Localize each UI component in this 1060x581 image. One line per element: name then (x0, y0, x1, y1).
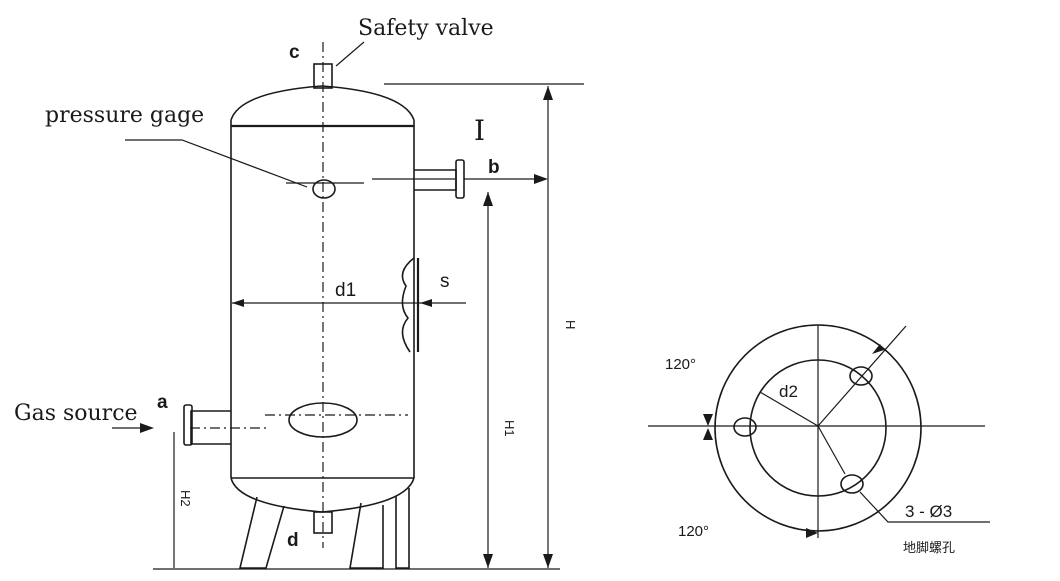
manhole (288, 402, 358, 438)
outlet-flange (455, 159, 465, 199)
top-radial-arrow (872, 344, 884, 354)
d1-label: d1 (335, 280, 356, 301)
h-arrow-bottom (543, 554, 553, 568)
radial-line-bottom (817, 425, 846, 475)
pressure-gage-label: pressure gage (45, 103, 204, 128)
gas-source-arrow-head (140, 423, 154, 433)
h-arrow-top (543, 86, 553, 100)
drain-nozzle (313, 511, 333, 534)
thickness-s-label: s (440, 271, 450, 292)
port-b-label: b (488, 157, 500, 178)
anchor-bolt-holes-label: 地脚螺孔 (903, 540, 955, 555)
bolt-hole-bottom (840, 474, 864, 494)
bolt-hole-left (733, 417, 757, 437)
h-total-label: H (563, 320, 578, 329)
bolt-holes-leader (859, 491, 990, 523)
angle-top-label: 120° (665, 356, 696, 373)
h1-outlet-label: H1 (502, 420, 517, 437)
front-view-labels: Safety valve pressure gage Gas source I … (14, 16, 578, 551)
bolt-hole-top (849, 366, 873, 386)
leg-left (238, 496, 285, 569)
angle-bottom-label: 120° (678, 523, 709, 540)
angle-arrow-bottom-end (806, 528, 818, 538)
leg-right (395, 488, 410, 569)
vessel-front-view (153, 42, 560, 570)
bolt-holes-label: 3 - Ø3 (905, 502, 952, 521)
port-d-label: d (287, 530, 299, 551)
outlet-pipe (414, 169, 457, 191)
pressure-gage-leader (125, 139, 308, 188)
inlet-flange (183, 404, 193, 446)
dimensions (112, 41, 584, 568)
gas-source-label: Gas source (14, 401, 138, 426)
angle-arrow-bottom-start (703, 428, 713, 440)
port-c-label: c (289, 42, 300, 63)
top-head (230, 85, 415, 121)
safety-valve-leader (335, 41, 365, 67)
bolt-circle (749, 359, 887, 497)
d2-label: d2 (779, 382, 798, 401)
safety-valve-label: Safety valve (358, 16, 494, 41)
d1-arrow-right (420, 299, 432, 307)
base-plan-view: d2 120° 120° 3 - Ø3 地脚螺孔 (648, 324, 990, 555)
port-a-label: a (157, 392, 168, 413)
safety-valve-nozzle (313, 63, 333, 89)
leg-middle (349, 502, 384, 569)
pressure-gauge-port (312, 179, 336, 199)
base-outer-circle (714, 324, 922, 532)
section-marker-label: I (474, 114, 485, 147)
h1-arrow-top (483, 192, 493, 206)
h2-inlet-label: H2 (178, 490, 193, 507)
wall-break-line (401, 257, 415, 353)
d2-radius-line (759, 391, 819, 427)
outlet-arrow-head (534, 174, 548, 184)
d1-arrow-left (232, 299, 244, 307)
radial-line-top (817, 325, 907, 427)
h1-arrow-bottom (483, 554, 493, 568)
angle-arrow-top-end (703, 414, 713, 426)
